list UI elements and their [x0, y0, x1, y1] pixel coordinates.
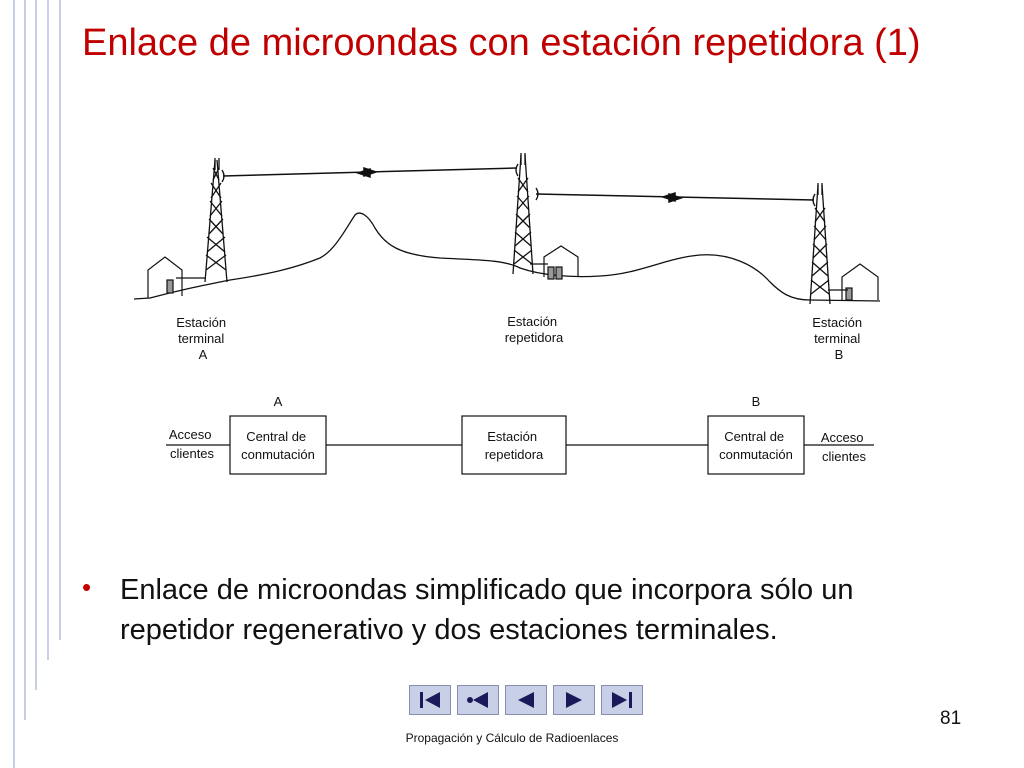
- left-decorative-rules: [13, 0, 61, 768]
- previous-icon: [518, 692, 534, 708]
- next-icon: [566, 692, 582, 708]
- last-slide-button[interactable]: [601, 685, 643, 715]
- page-number: 81: [940, 708, 962, 729]
- repeater-box: [461, 415, 567, 475]
- house-repeater: [530, 245, 579, 280]
- central-b-box: [707, 415, 805, 475]
- last-page-icon: [612, 692, 632, 708]
- access-left-label: Acceso clientes: [169, 427, 215, 461]
- station-b-label: Estación terminal B: [812, 315, 866, 362]
- return-button[interactable]: [457, 685, 499, 715]
- back-return-icon: [467, 692, 488, 708]
- tower-a: [204, 158, 228, 283]
- previous-slide-button[interactable]: [505, 685, 547, 715]
- slide-navigation: [409, 685, 643, 715]
- next-slide-button[interactable]: [553, 685, 595, 715]
- terrain-profile: [133, 212, 881, 302]
- microwave-link-diagram: Estación terminal A Estación repetidora …: [133, 153, 881, 475]
- first-page-icon: [420, 692, 440, 708]
- bullet-item: Enlace de microondas simplificado que in…: [120, 574, 854, 646]
- bullet-marker: •: [82, 572, 92, 602]
- station-a-label: Estación terminal A: [176, 315, 230, 362]
- access-right-label: Acceso clientes: [821, 430, 867, 464]
- footer-text: Propagación y Cálculo de Radioenlaces: [405, 731, 619, 745]
- slide-title: Enlace de microondas con estación repeti…: [82, 22, 921, 64]
- station-repeater-label: Estación repetidora: [505, 314, 564, 345]
- repeater-box-label: Estación repetidora: [485, 429, 544, 462]
- microwave-beam-rep-b: [535, 191, 815, 204]
- tower-b: [809, 183, 831, 305]
- house-b: [828, 263, 879, 301]
- first-slide-button[interactable]: [409, 685, 451, 715]
- block-label-a: A: [274, 394, 283, 409]
- house-a: [147, 256, 206, 298]
- central-a-box: [229, 415, 327, 475]
- tower-repeater: [512, 153, 539, 275]
- central-a-label: Central de conmutación: [241, 429, 315, 462]
- central-b-label: Central de conmutación: [719, 429, 793, 462]
- block-label-b: B: [752, 394, 761, 409]
- microwave-beam-a-rep: [222, 166, 517, 179]
- bullet-list: • Enlace de microondas simplificado que …: [82, 570, 972, 650]
